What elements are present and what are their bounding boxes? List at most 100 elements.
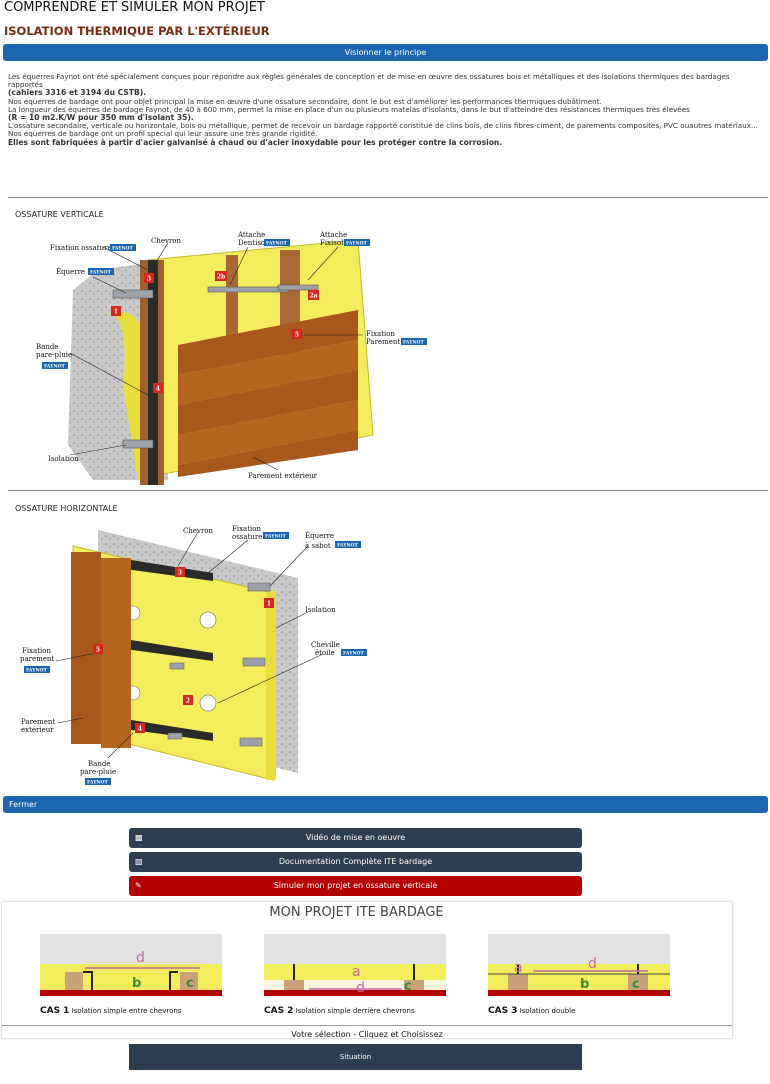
horizontal-section-label: OSSATURE HORIZONTALE xyxy=(15,504,118,513)
description-p5: Nos équerres de bardage ont un profil sp… xyxy=(8,129,318,139)
bracket-shape xyxy=(112,289,154,299)
simulate-button-label: Simuler mon projet en ossature verticale xyxy=(273,881,438,890)
label-parement-1: Parement xyxy=(21,718,55,726)
leader-lines xyxy=(55,531,324,759)
label-fixation-parement-1: Fixation xyxy=(22,647,51,655)
case-3-diagram: a d b c xyxy=(488,934,670,996)
case-2-card[interactable]: a d c CAS 2 Isolation simple derrière ch… xyxy=(264,934,446,1020)
brand-tag: FAYNOT xyxy=(403,340,424,346)
black-strip-shape xyxy=(148,260,158,485)
case-2-letter-a: a xyxy=(352,964,361,980)
brand-tag: FAYNOT xyxy=(90,270,111,276)
brand-tag: FAYNOT xyxy=(346,241,367,247)
pencil-icon: ✎ xyxy=(135,881,142,890)
label-attache-dentisol-1: Attache xyxy=(237,231,265,239)
label-cheville-1: Cheville xyxy=(311,641,340,649)
view-principle-button[interactable]: Visionner le principe xyxy=(3,44,768,61)
case-2-diagram: a d c xyxy=(264,934,446,996)
documentation-button-label: Documentation Complète ITE bardage xyxy=(278,857,433,866)
label-fixation-parement-2: Parement xyxy=(366,338,400,346)
brand-tag: FAYNOT xyxy=(343,651,364,657)
case-2-desc: Isolation simple derrière chevrons xyxy=(295,1007,415,1015)
description-p1: Les équerres Faynot ont été spécialement… xyxy=(8,72,730,90)
label-fixation-ossature-2: ossature xyxy=(232,533,262,541)
cladding-boards xyxy=(71,552,131,748)
case-3-letter-a: a xyxy=(514,960,523,976)
project-panel: MON PROJET ITE BARDAGE d b c CAS 1 Isola… xyxy=(2,902,732,1038)
label-bande-2: pare-pluie xyxy=(80,768,116,776)
brand-tag: FAYNOT xyxy=(112,246,133,252)
badge-5: 5 xyxy=(96,647,100,654)
case-3-card[interactable]: a d b c CAS 3 Isolation double xyxy=(488,934,670,1020)
label-bande-2: pare-pluie xyxy=(36,351,72,359)
case-1-name: CAS 1 xyxy=(40,1006,70,1016)
cladding-boards xyxy=(178,310,358,477)
page-subtitle: ISOLATION THERMIQUE PAR L'EXTÉRIEUR xyxy=(4,24,270,38)
close-button[interactable]: Fermer xyxy=(3,796,768,813)
label-chevron: Chevron xyxy=(183,527,214,535)
case-2-letter-d: d xyxy=(356,980,365,996)
horizontal-framing-diagram: Chevron Fixation ossature Équerre à sabo… xyxy=(8,518,428,794)
case-1-letter-c: c xyxy=(186,976,194,991)
case-3-name: CAS 3 xyxy=(488,1006,518,1016)
case-3-desc: Isolation double xyxy=(519,1007,576,1015)
label-parement-2: extérieur xyxy=(21,726,54,734)
badge-1: 1 xyxy=(267,601,271,608)
label-attache-fixisol-1: Attache xyxy=(319,231,347,239)
badge-5: 5 xyxy=(295,332,299,339)
vertical-framing-diagram: Fixation ossature Chevron Attache Dentis… xyxy=(8,225,428,491)
case-1-card[interactable]: d b c CAS 1 Isolation simple entre chevr… xyxy=(40,934,222,1020)
star-plugs xyxy=(125,605,217,712)
label-bande-1: Bande xyxy=(36,343,58,351)
bracket-shape-low xyxy=(122,439,154,449)
case-1-diagram: d b c xyxy=(40,934,222,996)
situation-button[interactable]: Situation xyxy=(129,1044,582,1070)
leader-lines xyxy=(69,242,363,471)
case-2-name: CAS 2 xyxy=(264,1006,294,1016)
documentation-button[interactable]: ▨ Documentation Complète ITE bardage xyxy=(129,852,582,872)
video-button-label: Vidéo de mise en oeuvre xyxy=(305,833,406,842)
page-title: COMPRENDRE ET SIMULER MON PROJET xyxy=(4,0,265,15)
label-attache-dentisol-2: Dentisol xyxy=(238,239,268,247)
label-fixation-parement-1: Fixation xyxy=(366,330,395,338)
case-3-label: CAS 3 Isolation double xyxy=(488,1006,575,1016)
rain-barrier-shape xyxy=(266,590,276,780)
video-button[interactable]: ▩ Vidéo de mise en oeuvre xyxy=(129,828,582,848)
label-isolation: Isolation xyxy=(48,455,79,463)
case-1-letter-b: b xyxy=(132,976,141,991)
pdf-file-icon: ▨ xyxy=(135,857,143,866)
description-p3: La longueur des équerres de bardage Fayn… xyxy=(8,104,690,114)
dentisol-shape xyxy=(207,286,289,293)
badge-1: 1 xyxy=(114,309,118,316)
case-2-letter-c: c xyxy=(404,979,412,994)
badge-2a: 2a xyxy=(309,293,317,300)
badge-4: 4 xyxy=(138,726,142,733)
label-equerre: Équerre xyxy=(56,267,85,276)
description-text: Les équerres Faynot ont été spécialement… xyxy=(8,72,763,147)
label-isolation: Isolation xyxy=(305,606,336,614)
label-attache-fixisol-2: Fixisol xyxy=(320,239,344,247)
simulate-button[interactable]: ✎ Simuler mon projet en ossature vertica… xyxy=(129,876,582,896)
label-bande-1: Bande xyxy=(88,760,110,768)
label-fixation-ossature: Fixation ossature xyxy=(50,244,112,252)
description-p5-bold: Elles sont fabriquées à partir d'acier g… xyxy=(8,137,503,147)
brackets xyxy=(167,582,271,747)
label-equerre-2: à sabot xyxy=(305,541,331,550)
brand-tag: FAYNOT xyxy=(26,668,47,674)
case-3-letter-d: d xyxy=(588,956,597,972)
video-file-icon: ▩ xyxy=(135,833,143,842)
label-fixation-ossature-1: Fixation xyxy=(232,525,261,533)
label-parement: Parement extérieur xyxy=(248,472,318,480)
label-cheville-2: étoile xyxy=(315,649,335,657)
brand-tag: FAYNOT xyxy=(87,780,108,786)
label-fixation-parement-2: parement xyxy=(20,655,54,663)
project-title: MON PROJET ITE BARDAGE xyxy=(269,905,444,920)
brand-tag: FAYNOT xyxy=(337,543,358,549)
case-3-letter-c: c xyxy=(632,977,640,992)
description-p3-bold: (R = 10 m2.K/W pour 350 mm d'isolant 35)… xyxy=(8,113,194,123)
rain-barrier-shape xyxy=(103,311,148,480)
label-chevron: Chevron xyxy=(151,237,182,245)
fixisol-shape xyxy=(277,284,319,291)
brand-tag: FAYNOT xyxy=(44,364,65,370)
description-p4: L'ossature secondaire, verticale ou hori… xyxy=(8,121,758,131)
